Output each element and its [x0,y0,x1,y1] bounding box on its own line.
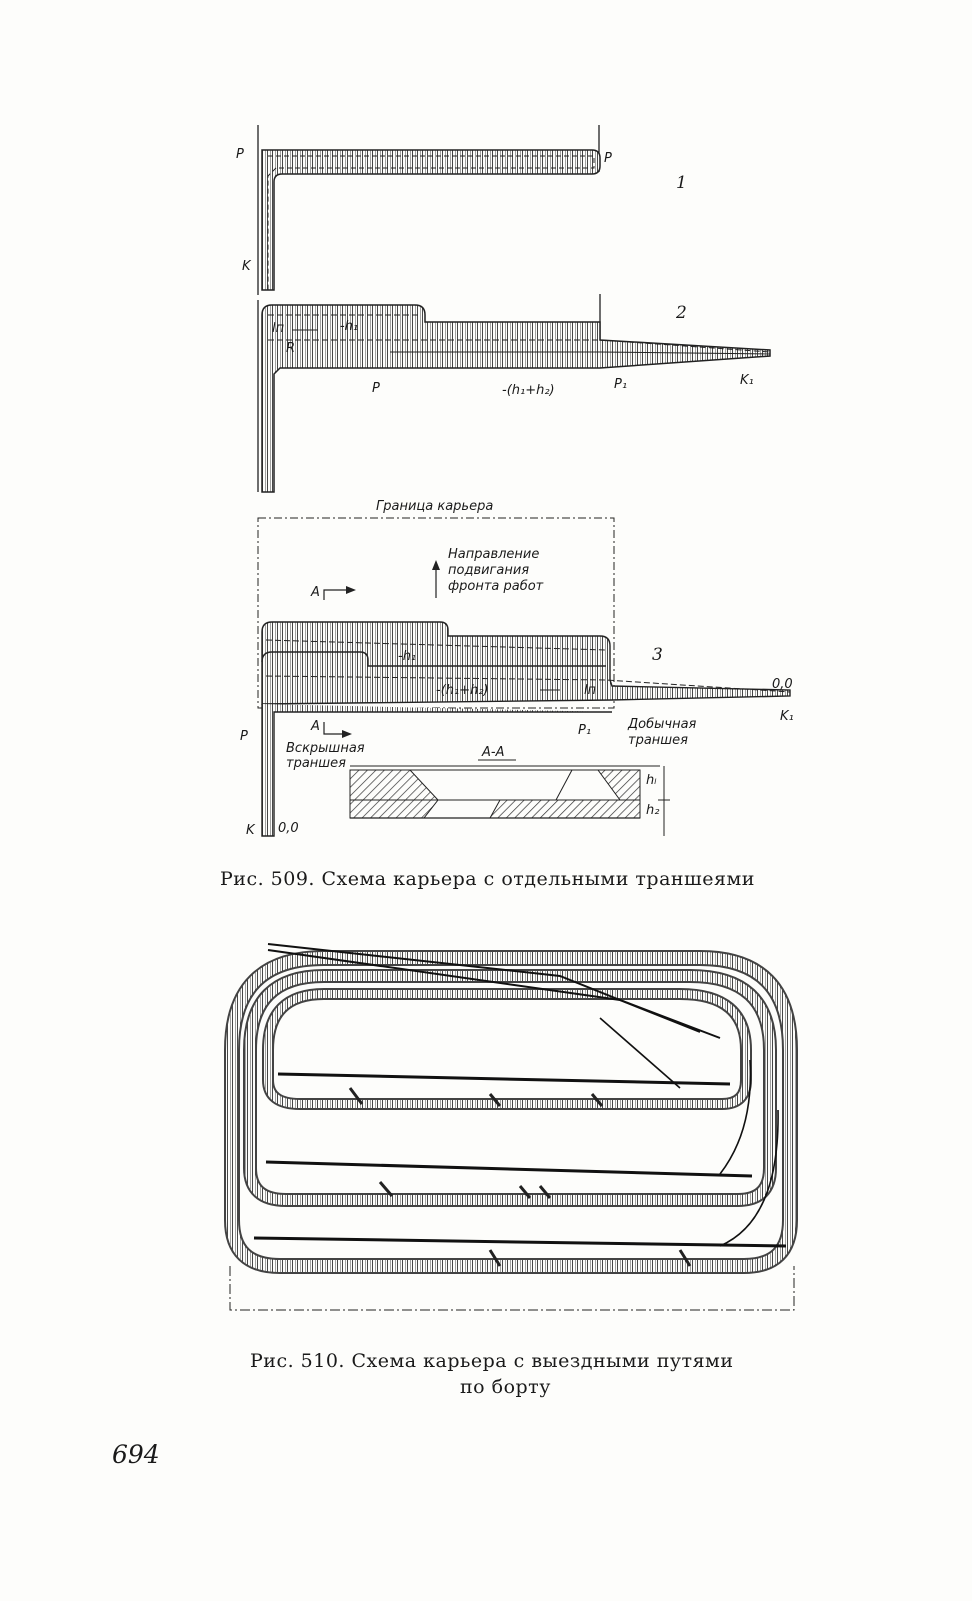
label-p: P [372,381,380,396]
label-h1h2: -(h₁+h₂) [436,683,489,698]
label-p1: P₁ [578,723,591,738]
label-h1h2: -(h₁+h₂) [502,383,555,398]
mining-line-2: траншея [628,733,688,748]
overburden-line-2: траншея [286,756,346,771]
figure-509-diagram: P P K 1 lп R -h₁ P -(h₁+h₂) P₁ K₁ 2 Гран… [236,125,794,838]
label-h2: h₂ [646,803,659,818]
label-p: P [240,729,248,744]
direction-line-2: подвигания [448,563,529,578]
direction-line-3: фронта работ [448,579,544,594]
figure-510-caption-line-2: по борту [460,1376,551,1398]
direction-line-1: Направление [448,547,539,562]
scheme-2: lп R -h₁ P -(h₁+h₂) P₁ K₁ 2 [257,294,771,493]
scheme-3: Граница карьера Направление подвигания ф… [240,499,794,838]
scheme-number-1: 1 [676,173,687,193]
label-ln: lп [272,321,285,336]
label-r: R [286,341,295,356]
label-a-bottom: A [310,719,320,734]
label-h1: -h₁ [398,649,416,664]
scheme-number-2: 2 [675,303,687,323]
label-p-left: P [236,147,244,162]
label-k1: K₁ [780,709,794,724]
scheme-1: P P K 1 [236,125,687,295]
section-label: A-A [481,745,504,760]
label-p1: P₁ [614,377,627,392]
label-00-right: 0,0 [772,677,793,692]
label-h1: -h₁ [340,319,358,334]
label-00-bottom: 0,0 [278,821,299,836]
figure-510-caption-line-1: Рис. 510. Схема карьера с выездными путя… [250,1350,734,1372]
page-number: 694 [112,1440,160,1469]
quarry-boundary-label: Граница карьера [376,499,493,514]
figure-510-diagram [224,943,798,1311]
label-ln: lп [584,683,597,698]
scheme-number-3: 3 [652,645,663,665]
label-hl: hₗ [646,773,657,788]
figure-509-caption: Рис. 509. Схема карьера с отдельными тра… [220,868,755,890]
overburden-line-1: Вскрышная [286,741,365,756]
label-k: K [242,259,252,274]
label-k1: K₁ [740,373,754,388]
label-a-top: A [310,585,320,600]
section-a-a: A-A hₗ h₂ [349,745,670,836]
mining-line-1: Добычная [627,717,697,732]
label-p-right: P [604,151,612,166]
label-k: K [246,823,256,838]
